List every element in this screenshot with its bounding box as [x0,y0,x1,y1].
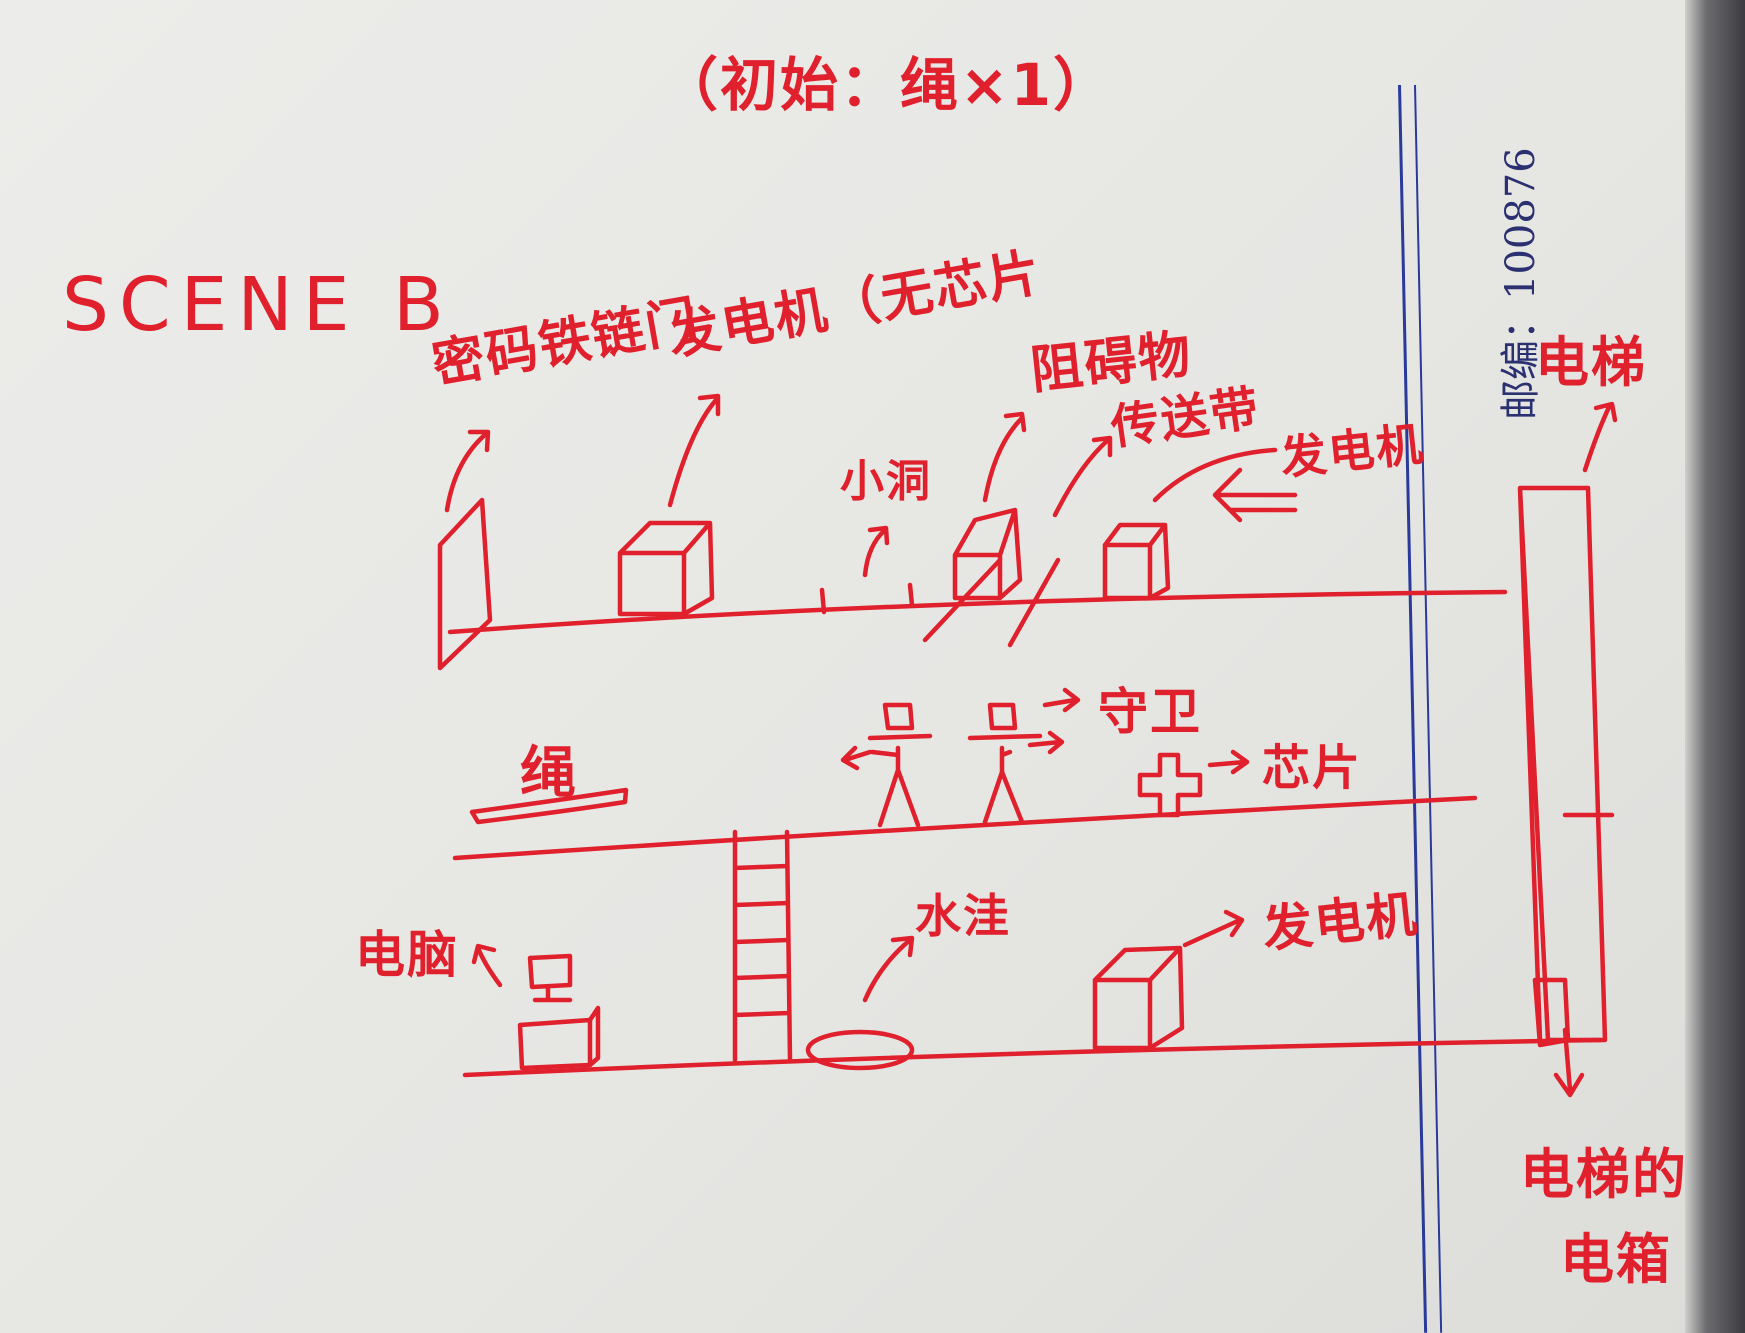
page-title: （初始：绳×1） [660,51,1113,119]
paper-edge [1685,0,1745,1333]
generator-box-top [617,520,715,617]
small-hole-arrow [862,525,890,578]
password-door-arrow [444,429,491,513]
chip-label: 芯片 [1262,740,1363,796]
generator-top-arrow [667,393,721,508]
move-left-arrow [1212,467,1298,523]
elevator-shaft [1517,485,1608,1043]
elevator-switch-arrow [1553,1027,1585,1098]
generator-box-bottom [1092,945,1185,1051]
guard-label-arrow [1042,687,1081,713]
generator-right-curve [1152,447,1278,503]
computer-arrow [471,943,503,988]
elevator-top-arrow [1582,401,1618,473]
puddle-ellipse [805,1029,915,1071]
rope-plank [469,787,629,825]
ladder [732,829,793,1063]
password-door-shape [437,497,493,671]
guard-label: 守卫 [1098,683,1202,741]
guard-direction-arrow [840,745,873,771]
elevator-switch-label-line1: 电梯的 [1520,1143,1688,1206]
puddle-arrow [862,935,915,1003]
chip-cross [1137,752,1203,818]
guard-figure [967,702,1043,825]
elevator-label: 电梯 [1535,331,1647,394]
small-hole-label: 小洞 [840,456,932,507]
generator-bottom-arrow [1182,909,1245,948]
rope-label: 绳 [520,741,578,806]
obstacle-box [952,507,1023,601]
lower-floor-line [462,1037,1603,1078]
small-hole-mark [819,582,915,615]
elevator-switch-label-line2: 电箱 [1560,1228,1672,1291]
obstacle-arrow [982,411,1027,503]
middle-floor-line [452,795,1478,861]
postal-code: 邮编：100876 [1498,147,1544,420]
chip-label-arrow [1207,749,1250,775]
computer-monitor [527,953,573,1003]
conveyor-arrow [1052,435,1113,518]
guard-figure [867,702,933,828]
computer-label: 电脑 [355,926,459,984]
conveyor-line [922,557,1061,648]
guard-direction-arrow [1027,730,1065,755]
upper-floor-line [447,589,1508,635]
computer-desk [517,1005,601,1071]
generator-box-right [1102,522,1171,601]
puddle-label: 水洼 [915,889,1011,943]
scene-label: SCENE B [62,262,454,348]
